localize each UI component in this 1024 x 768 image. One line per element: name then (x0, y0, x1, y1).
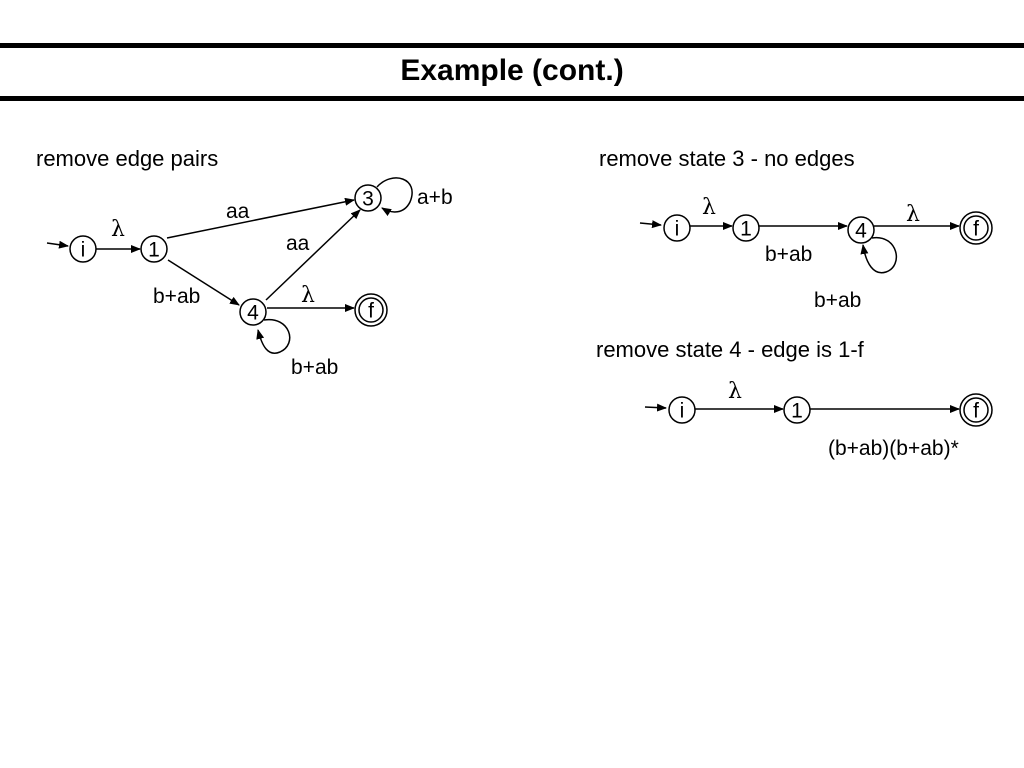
edge-4-loop (256, 319, 291, 354)
state-f-final: f (959, 393, 993, 427)
edge-label-i-1: λ (728, 379, 742, 404)
state-label: 3 (362, 188, 374, 211)
edge-4-3 (265, 209, 361, 301)
edge-label-4-f: λ (906, 202, 920, 227)
state-label: 4 (855, 220, 867, 243)
caption-remove-state-3: remove state 3 - no edges (599, 146, 855, 171)
state-label: f (368, 300, 374, 323)
state-i: i (663, 214, 691, 242)
state-3: 3 (354, 184, 382, 212)
state-4: 4 (239, 298, 267, 326)
title-rule-top (0, 43, 1024, 48)
edge-label-1-4: b+ab (153, 285, 200, 308)
state-label: 1 (148, 239, 160, 262)
slide-title: Example (cont.) (400, 54, 624, 87)
state-label: f (973, 400, 979, 423)
title-rule-bottom (0, 96, 1024, 101)
state-i: i (668, 396, 696, 424)
diagram-remove-state-3: remove state 3 - no edges i 1 4 f λ b+ab… (599, 146, 993, 312)
edge-label-4-loop: b+ab (291, 356, 338, 379)
state-label: i (81, 239, 86, 262)
caption-remove-edge-pairs: remove edge pairs (36, 146, 218, 171)
state-4: 4 (847, 216, 875, 244)
state-1: 1 (140, 235, 168, 263)
state-1: 1 (732, 214, 760, 242)
state-label: f (973, 218, 979, 241)
edge-label-4-3: aa (286, 232, 310, 255)
edge-label-i-1: λ (111, 217, 125, 242)
state-i: i (69, 235, 97, 263)
state-f-final: f (354, 293, 388, 327)
state-label: 4 (247, 302, 259, 325)
start-arrow (46, 240, 69, 249)
start-arrow (639, 220, 662, 229)
state-f-final: f (959, 211, 993, 245)
state-label: i (675, 218, 680, 241)
edge-label-4-f: λ (301, 283, 315, 308)
start-arrow (644, 403, 667, 412)
state-label: 1 (791, 400, 803, 423)
edge-4-loop (860, 237, 897, 274)
diagram-remove-edge-pairs: remove edge pairs i 1 3 4 f λ aa (36, 146, 453, 379)
edge-label-3-loop: a+b (417, 186, 453, 209)
edge-1-3 (166, 197, 355, 239)
edge-1-4 (167, 259, 240, 306)
edge-label-i-1: λ (702, 195, 716, 220)
state-1: 1 (783, 396, 811, 424)
state-label: 1 (740, 218, 752, 241)
diagram-remove-state-4: remove state 4 - edge is 1-f i 1 f λ (b+… (596, 337, 993, 460)
edge-label-1-f: (b+ab)(b+ab)* (828, 437, 959, 460)
edge-label-1-4: b+ab (765, 243, 812, 266)
caption-remove-state-4: remove state 4 - edge is 1-f (596, 337, 865, 362)
edge-label-4-loop: b+ab (814, 289, 861, 312)
state-label: i (680, 400, 685, 423)
edge-label-1-3: aa (226, 200, 250, 223)
edge-3-loop (376, 177, 413, 217)
